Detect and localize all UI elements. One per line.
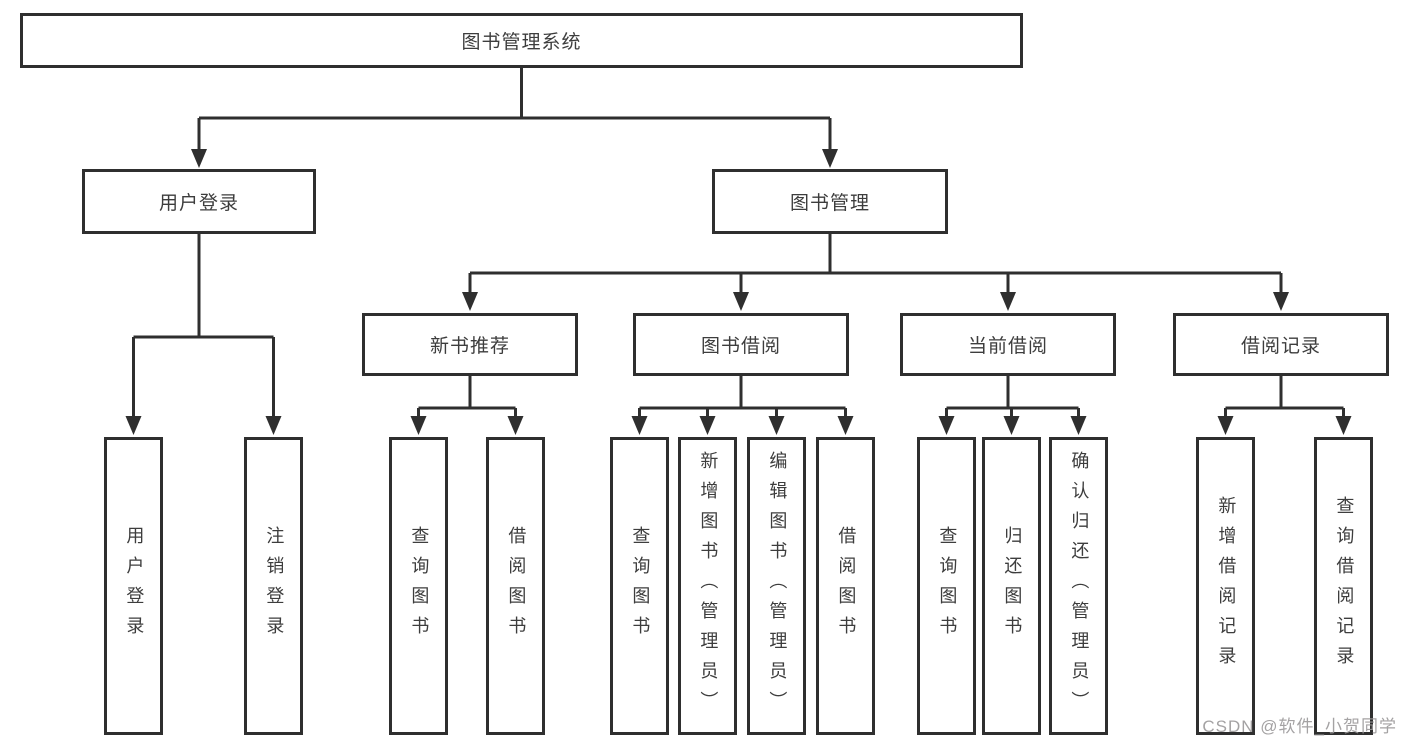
leaf-logout: 注销登录 bbox=[244, 437, 303, 735]
node-book-borrow: 图书借阅 bbox=[633, 313, 849, 376]
node-root: 图书管理系统 bbox=[20, 13, 1023, 68]
node-current-borrow-label: 当前借阅 bbox=[967, 336, 1048, 357]
node-book-borrow-label: 图书借阅 bbox=[700, 336, 781, 357]
connector-borrow-to-leaves bbox=[631, 376, 854, 435]
leaf-query-books-recommend-label: 查询图书 bbox=[409, 526, 430, 646]
node-current-borrow: 当前借阅 bbox=[900, 313, 1116, 376]
leaf-return-book-label: 归还图书 bbox=[1002, 526, 1023, 646]
leaf-query-books-recommend: 查询图书 bbox=[389, 437, 448, 735]
leaf-edit-book-admin: 编辑图书（管理员） bbox=[747, 437, 806, 735]
connector-recommend-to-leaves bbox=[410, 376, 524, 435]
leaf-query-books-borrow: 查询图书 bbox=[610, 437, 669, 735]
connector-records-to-leaves bbox=[1217, 376, 1352, 435]
connector-mgmt-to-sections bbox=[462, 234, 1289, 311]
leaf-add-book-admin: 新增图书（管理员） bbox=[678, 437, 737, 735]
connector-root-to-branches bbox=[191, 68, 838, 168]
node-new-book-recommend: 新书推荐 bbox=[362, 313, 578, 376]
leaf-add-borrow-record: 新增借阅记录 bbox=[1196, 437, 1255, 735]
connector-current-to-leaves bbox=[938, 376, 1087, 435]
leaf-confirm-return-admin: 确认归还（管理员） bbox=[1049, 437, 1108, 735]
leaf-confirm-return-admin-label: 确认归还（管理员） bbox=[1069, 451, 1090, 721]
leaf-borrow-books-borrow: 借阅图书 bbox=[816, 437, 875, 735]
node-book-management: 图书管理 bbox=[712, 169, 948, 234]
leaf-add-borrow-record-label: 新增借阅记录 bbox=[1216, 496, 1237, 676]
leaf-borrow-books-recommend: 借阅图书 bbox=[486, 437, 545, 735]
node-root-label: 图书管理系统 bbox=[461, 32, 582, 53]
leaf-query-books-current-label: 查询图书 bbox=[937, 526, 958, 646]
node-user-login-branch-label: 用户登录 bbox=[158, 193, 239, 214]
leaf-logout-label: 注销登录 bbox=[264, 526, 285, 646]
node-borrow-records-label: 借阅记录 bbox=[1240, 336, 1321, 357]
node-book-management-label: 图书管理 bbox=[789, 193, 870, 214]
leaf-query-borrow-record-label: 查询借阅记录 bbox=[1334, 496, 1355, 676]
leaf-borrow-books-borrow-label: 借阅图书 bbox=[836, 526, 857, 646]
leaf-user-login-label: 用户登录 bbox=[124, 526, 145, 646]
leaf-borrow-books-recommend-label: 借阅图书 bbox=[506, 526, 527, 646]
node-new-book-recommend-label: 新书推荐 bbox=[429, 336, 510, 357]
leaf-query-borrow-record: 查询借阅记录 bbox=[1314, 437, 1373, 735]
leaf-edit-book-admin-label: 编辑图书（管理员） bbox=[767, 451, 788, 721]
leaf-add-book-admin-label: 新增图书（管理员） bbox=[698, 451, 719, 721]
leaf-query-books-borrow-label: 查询图书 bbox=[630, 526, 651, 646]
node-borrow-records: 借阅记录 bbox=[1173, 313, 1389, 376]
leaf-return-book: 归还图书 bbox=[982, 437, 1041, 735]
leaf-user-login: 用户登录 bbox=[104, 437, 163, 735]
watermark: CSDN @软件_小贺同学 bbox=[1202, 717, 1397, 736]
leaf-query-books-current: 查询图书 bbox=[917, 437, 976, 735]
node-user-login-branch: 用户登录 bbox=[82, 169, 316, 234]
connector-login-to-leaves bbox=[125, 234, 282, 435]
